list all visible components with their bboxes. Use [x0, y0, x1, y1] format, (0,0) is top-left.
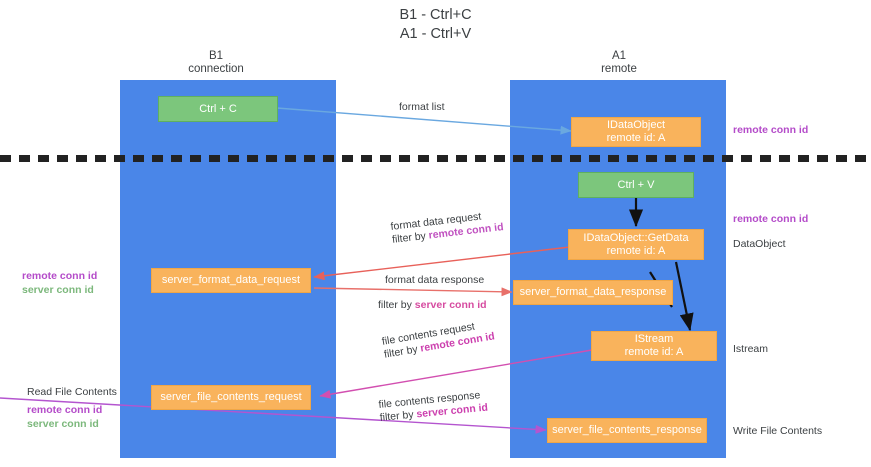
node-ctrl-v[interactable]: Ctrl + V — [578, 172, 694, 198]
annotation-right-remote-conn-top: remote conn id — [733, 124, 809, 136]
annotation-right-dataobject: DataObject — [733, 238, 786, 250]
node-idataobject[interactable]: IDataObject remote id: A — [571, 117, 701, 147]
edge-label-format-data-response-main: format data response — [385, 274, 485, 286]
node-istream[interactable]: IStream remote id: A — [591, 331, 717, 361]
node-server-file-contents-response[interactable]: server_file_contents_response — [547, 418, 707, 443]
edge-label-file-contents-request: file contents request filter by remote c… — [381, 318, 496, 362]
node-server-file-contents-request[interactable]: server_file_contents_request — [151, 385, 311, 410]
annotation-left-remote-conn-mid: remote conn id — [22, 270, 98, 282]
node-idataobject-sub: remote id: A — [606, 132, 666, 144]
node-ctrl-v-label: Ctrl + V — [617, 178, 655, 191]
column-header-a1-role: remote — [601, 63, 637, 75]
edge-format-data-response — [313, 287, 513, 297]
node-getdata-sub: remote id: A — [606, 244, 666, 257]
edge-label-format-data-response: format data response — [385, 274, 484, 287]
annotation-left-server-conn-bot: server conn id — [27, 418, 99, 430]
column-header-b1-role: connection — [188, 63, 244, 75]
node-istream-sub: remote id: A — [624, 346, 684, 358]
column-header-b1-name: B1 — [208, 50, 224, 62]
node-istream-label: IStream — [634, 333, 674, 345]
title-line-2: A1 - Ctrl+V — [399, 26, 472, 42]
column-header-a1-name: A1 — [611, 50, 627, 62]
phase-separator — [0, 155, 871, 162]
node-server-file-contents-response-label: server_file_contents_response — [552, 424, 702, 436]
annotation-left-remote-conn-bot: remote conn id — [27, 404, 103, 416]
node-getdata[interactable]: IDataObject::GetData remote id: A — [568, 229, 704, 260]
edge-label-format-data-response-filter: filter by server conn id — [378, 299, 487, 312]
node-getdata-label: IDataObject::GetData — [583, 231, 689, 244]
column-header-a1: A1 remote — [545, 50, 693, 76]
edge-label-file-contents-response: file contents response filter by server … — [378, 389, 489, 425]
column-header-b1: B1 connection — [142, 50, 290, 76]
edge-label-format-list: format list — [399, 101, 445, 113]
node-server-format-data-response[interactable]: server_format_data_response — [513, 280, 673, 305]
filter-prefix: filter by — [378, 299, 415, 311]
annotation-right-istream: Istream — [733, 343, 769, 355]
node-idataobject-label: IDataObject — [606, 119, 666, 131]
annotation-right-write-file-contents: Write File Contents — [733, 425, 823, 437]
node-server-format-data-response-label: server_format_data_response — [519, 286, 667, 298]
node-server-format-data-request-label: server_format_data_request — [161, 274, 301, 286]
filter-key-server-conn-id: server conn id — [414, 299, 487, 311]
node-ctrl-c-label: Ctrl + C — [199, 102, 237, 115]
diagram-title: B1 - Ctrl+C A1 - Ctrl+V — [0, 6, 871, 44]
node-ctrl-c[interactable]: Ctrl + C — [158, 96, 278, 122]
annotation-left-read-file-contents: Read File Contents — [27, 386, 117, 398]
filter-prefix: filter by — [379, 408, 417, 424]
edge-label-format-data-request: format data request filter by remote con… — [390, 208, 504, 247]
node-server-file-contents-request-label: server_file_contents_request — [160, 391, 302, 403]
annotation-right-remote-conn-mid: remote conn id — [733, 213, 809, 225]
title-line-1: B1 - Ctrl+C — [399, 7, 472, 23]
annotation-left-server-conn-mid: server conn id — [22, 284, 94, 296]
node-server-format-data-request[interactable]: server_format_data_request — [151, 268, 311, 293]
